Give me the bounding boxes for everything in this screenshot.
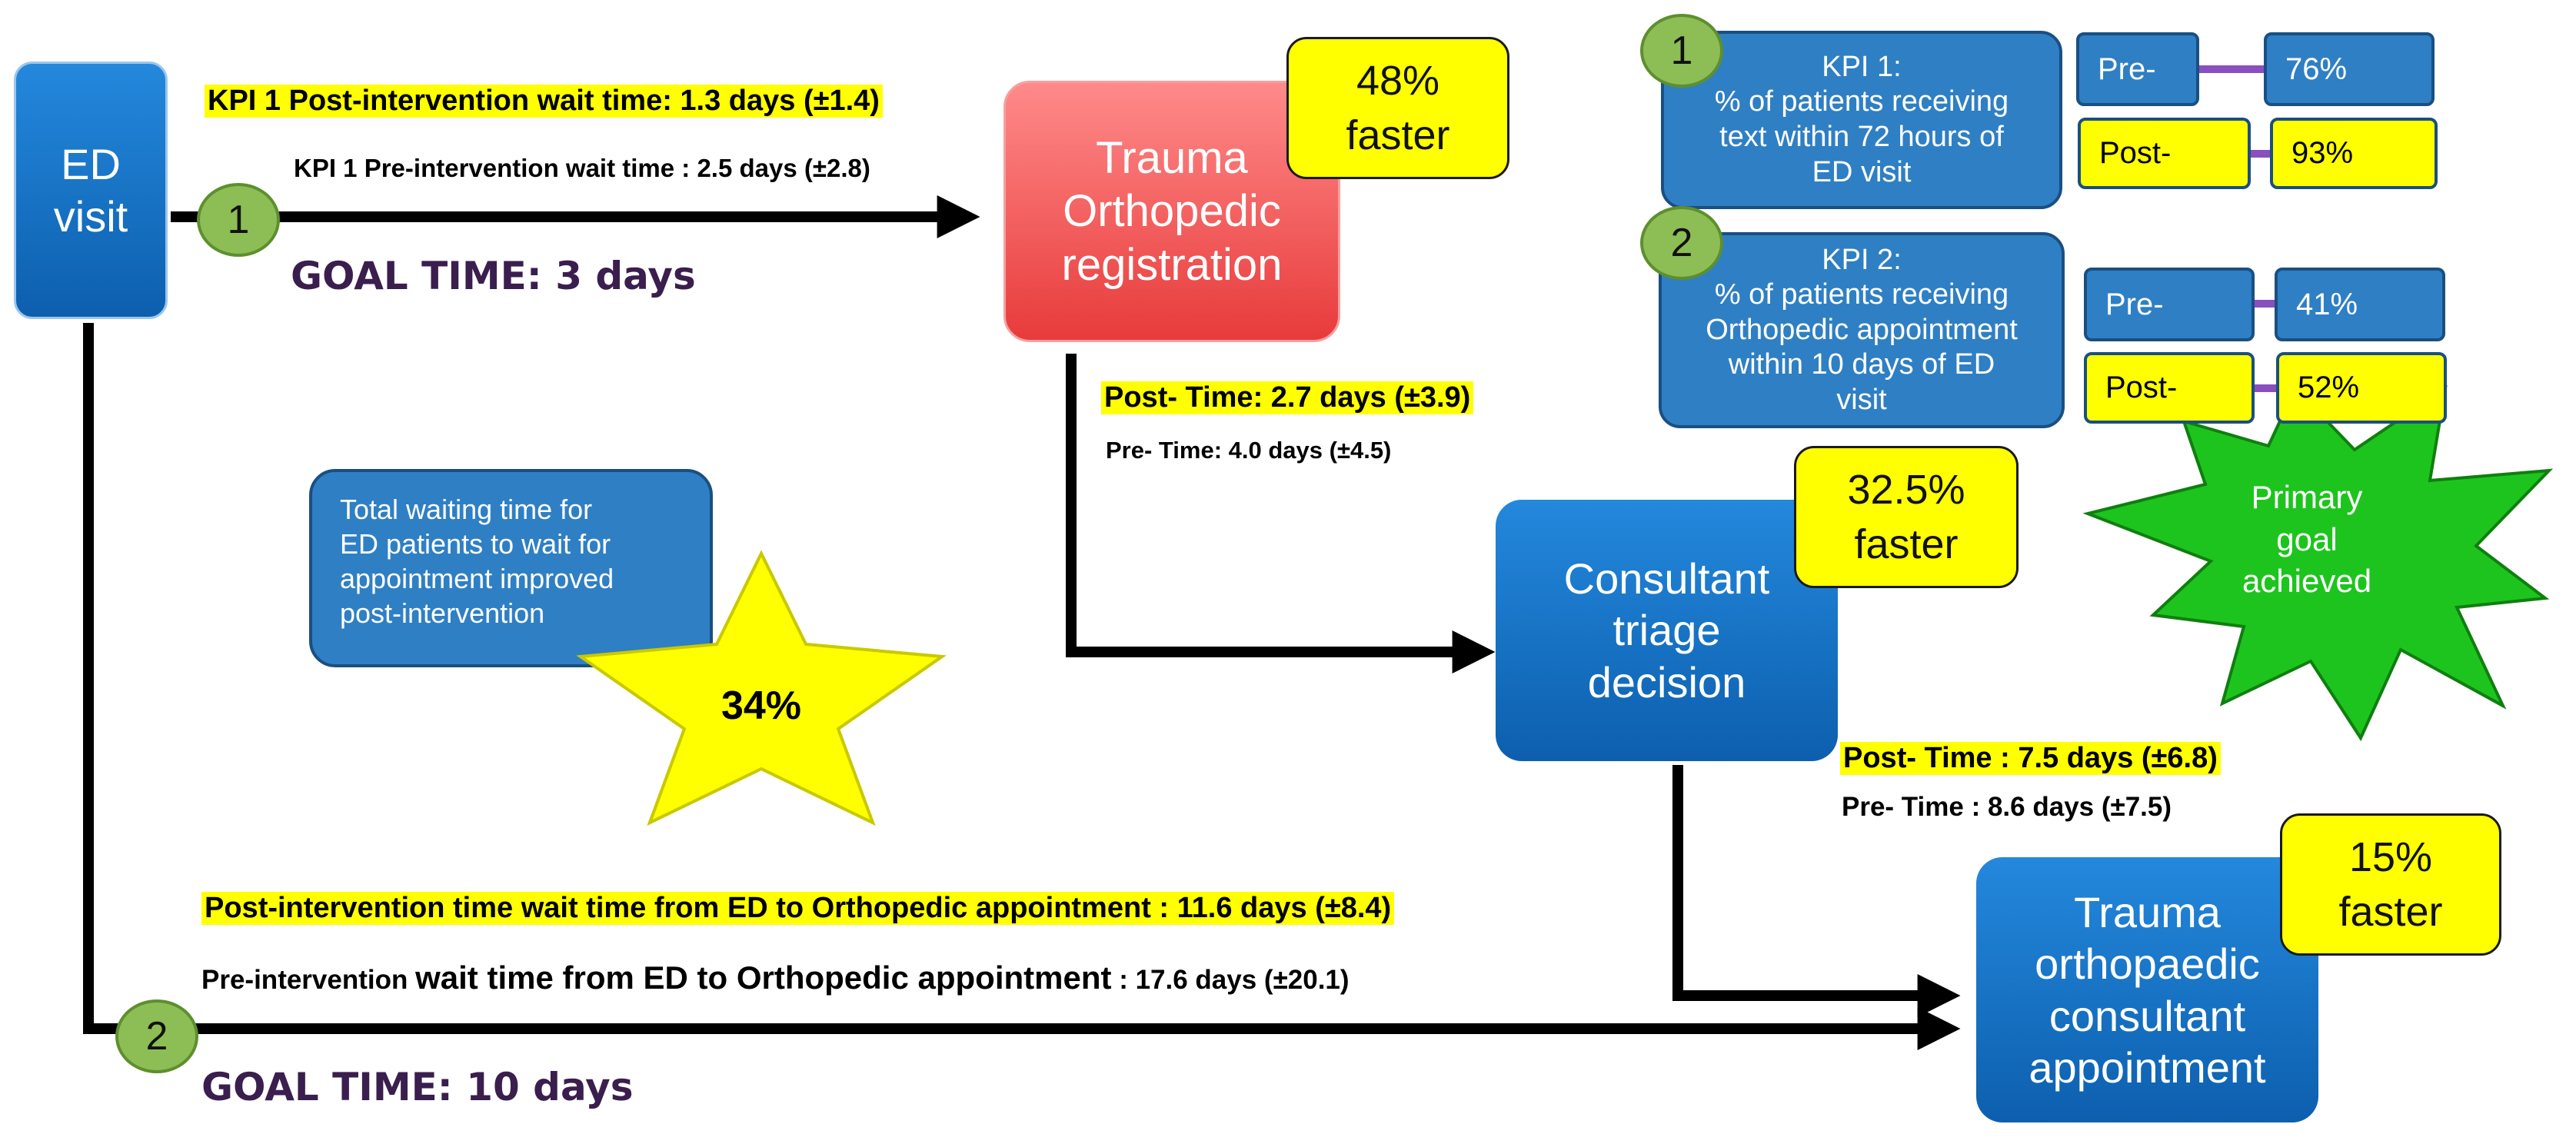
total-pre-part-b: wait time from ED to Orthopedic appointm… [415,959,1112,996]
goal-time-2: GOAL TIME: 10 days [201,1065,634,1109]
kpi2-circle: 2 [1640,206,1723,280]
kpi2-pre-value: 41% [2296,287,2358,321]
arrow-registration-to-triage [1066,354,1496,673]
primary-goal-text: Primary goal achieved [2242,479,2372,600]
kpi2-post-label: Post- [2105,371,2178,404]
goal-time-1: GOAL TIME: 3 days [291,254,696,298]
kpi1-pre-value-box: 76% [2264,32,2435,106]
trauma-registration-node: Trauma Orthopedic registration [1003,81,1340,342]
kpi2-post-value-box: 52% [2276,352,2447,424]
kpi2-post-value: 52% [2298,371,2360,404]
kpi2-pre-box: Pre- [2084,268,2255,341]
consultant-triage-label: Consultant triage decision [1563,554,1770,707]
total-pre-part-c: : 17.6 days (±20.1) [1111,965,1350,995]
kpi2-post-box: Post- [2084,352,2255,424]
total-pre-part-a: Pre-intervention [201,965,416,995]
triage-pre-time: Pre- Time : 8.6 days (±7.5) [1842,792,2172,822]
ed-visit-label: ED visit [53,140,128,241]
registration-pre-time: Pre- Time: 4.0 days (±4.5) [1106,437,1392,464]
arrow-ed-to-appointment [83,323,1961,1050]
consultant-triage-node: Consultant triage decision [1496,500,1838,761]
kpi1-pre-label: Pre- [2098,52,2156,86]
total-wait-note: Total waiting time for ED patients to wa… [309,469,713,667]
triage-faster-note: 32.5% faster [1794,446,2019,588]
registration-post-time: Post- Time: 2.7 days (±3.9) [1101,381,1474,414]
kpi1-post-label: Post- [2099,136,2172,170]
kpi2-text: KPI 2: % of patients receiving Orthopedi… [1706,243,2018,416]
kpi2-flow-circle: 2 [115,999,198,1073]
kpi1-text: KPI 1: % of patients receiving text with… [1714,50,2009,188]
kpi1-circle: 1 [1640,14,1723,88]
total-wait-note-text: Total waiting time for ED patients to wa… [340,494,614,629]
ed-visit-node: ED visit [14,62,168,319]
trauma-registration-label: Trauma Orthopedic registration [1061,132,1283,290]
kpi2-box: KPI 2: % of patients receiving Orthopedi… [1659,232,2065,428]
consultant-appointment-node: Trauma orthopaedic consultant appointmen… [1976,857,2318,1122]
total-post-time: Post-intervention time wait time from ED… [201,892,1395,925]
primary-goal-burst: Primary goal achieved [2176,477,2438,603]
kpi1-flow-circle: 1 [197,183,280,257]
kpi1-post-label: KPI 1 Post-intervention wait time: 1.3 d… [205,85,883,118]
kpi1-box: KPI 1: % of patients receiving text with… [1661,31,2062,209]
kpi1-pre-label: KPI 1 Pre-intervention wait time : 2.5 d… [294,154,870,182]
appointment-faster-note: 15% faster [2280,813,2501,956]
star-value: 34% [721,683,802,728]
triage-faster-text: 32.5% faster [1847,467,1965,567]
kpi2-pre-value-box: 41% [2275,268,2445,341]
consultant-appointment-label: Trauma orthopaedic consultant appointmen… [2029,888,2266,1092]
registration-faster-text: 48% faster [1346,58,1450,158]
kpi1-pre-value: 76% [2285,52,2348,86]
kpi1-post-value: 93% [2291,136,2354,170]
total-pre-time: Pre-intervention wait time from ED to Or… [201,959,1350,996]
triage-post-time: Post- Time : 7.5 days (±6.8) [1840,742,2221,775]
burst-shape [2082,384,2554,742]
kpi2-pre-label: Pre- [2105,287,2164,321]
registration-faster-note: 48% faster [1286,37,1509,179]
kpi1-pre-box: Pre- [2076,32,2199,106]
kpi1-post-value-box: 93% [2270,118,2438,189]
kpi1-post-box: Post- [2078,118,2251,189]
arrow-triage-to-appointment [1672,765,1961,1017]
appointment-faster-text: 15% faster [2338,834,2443,935]
